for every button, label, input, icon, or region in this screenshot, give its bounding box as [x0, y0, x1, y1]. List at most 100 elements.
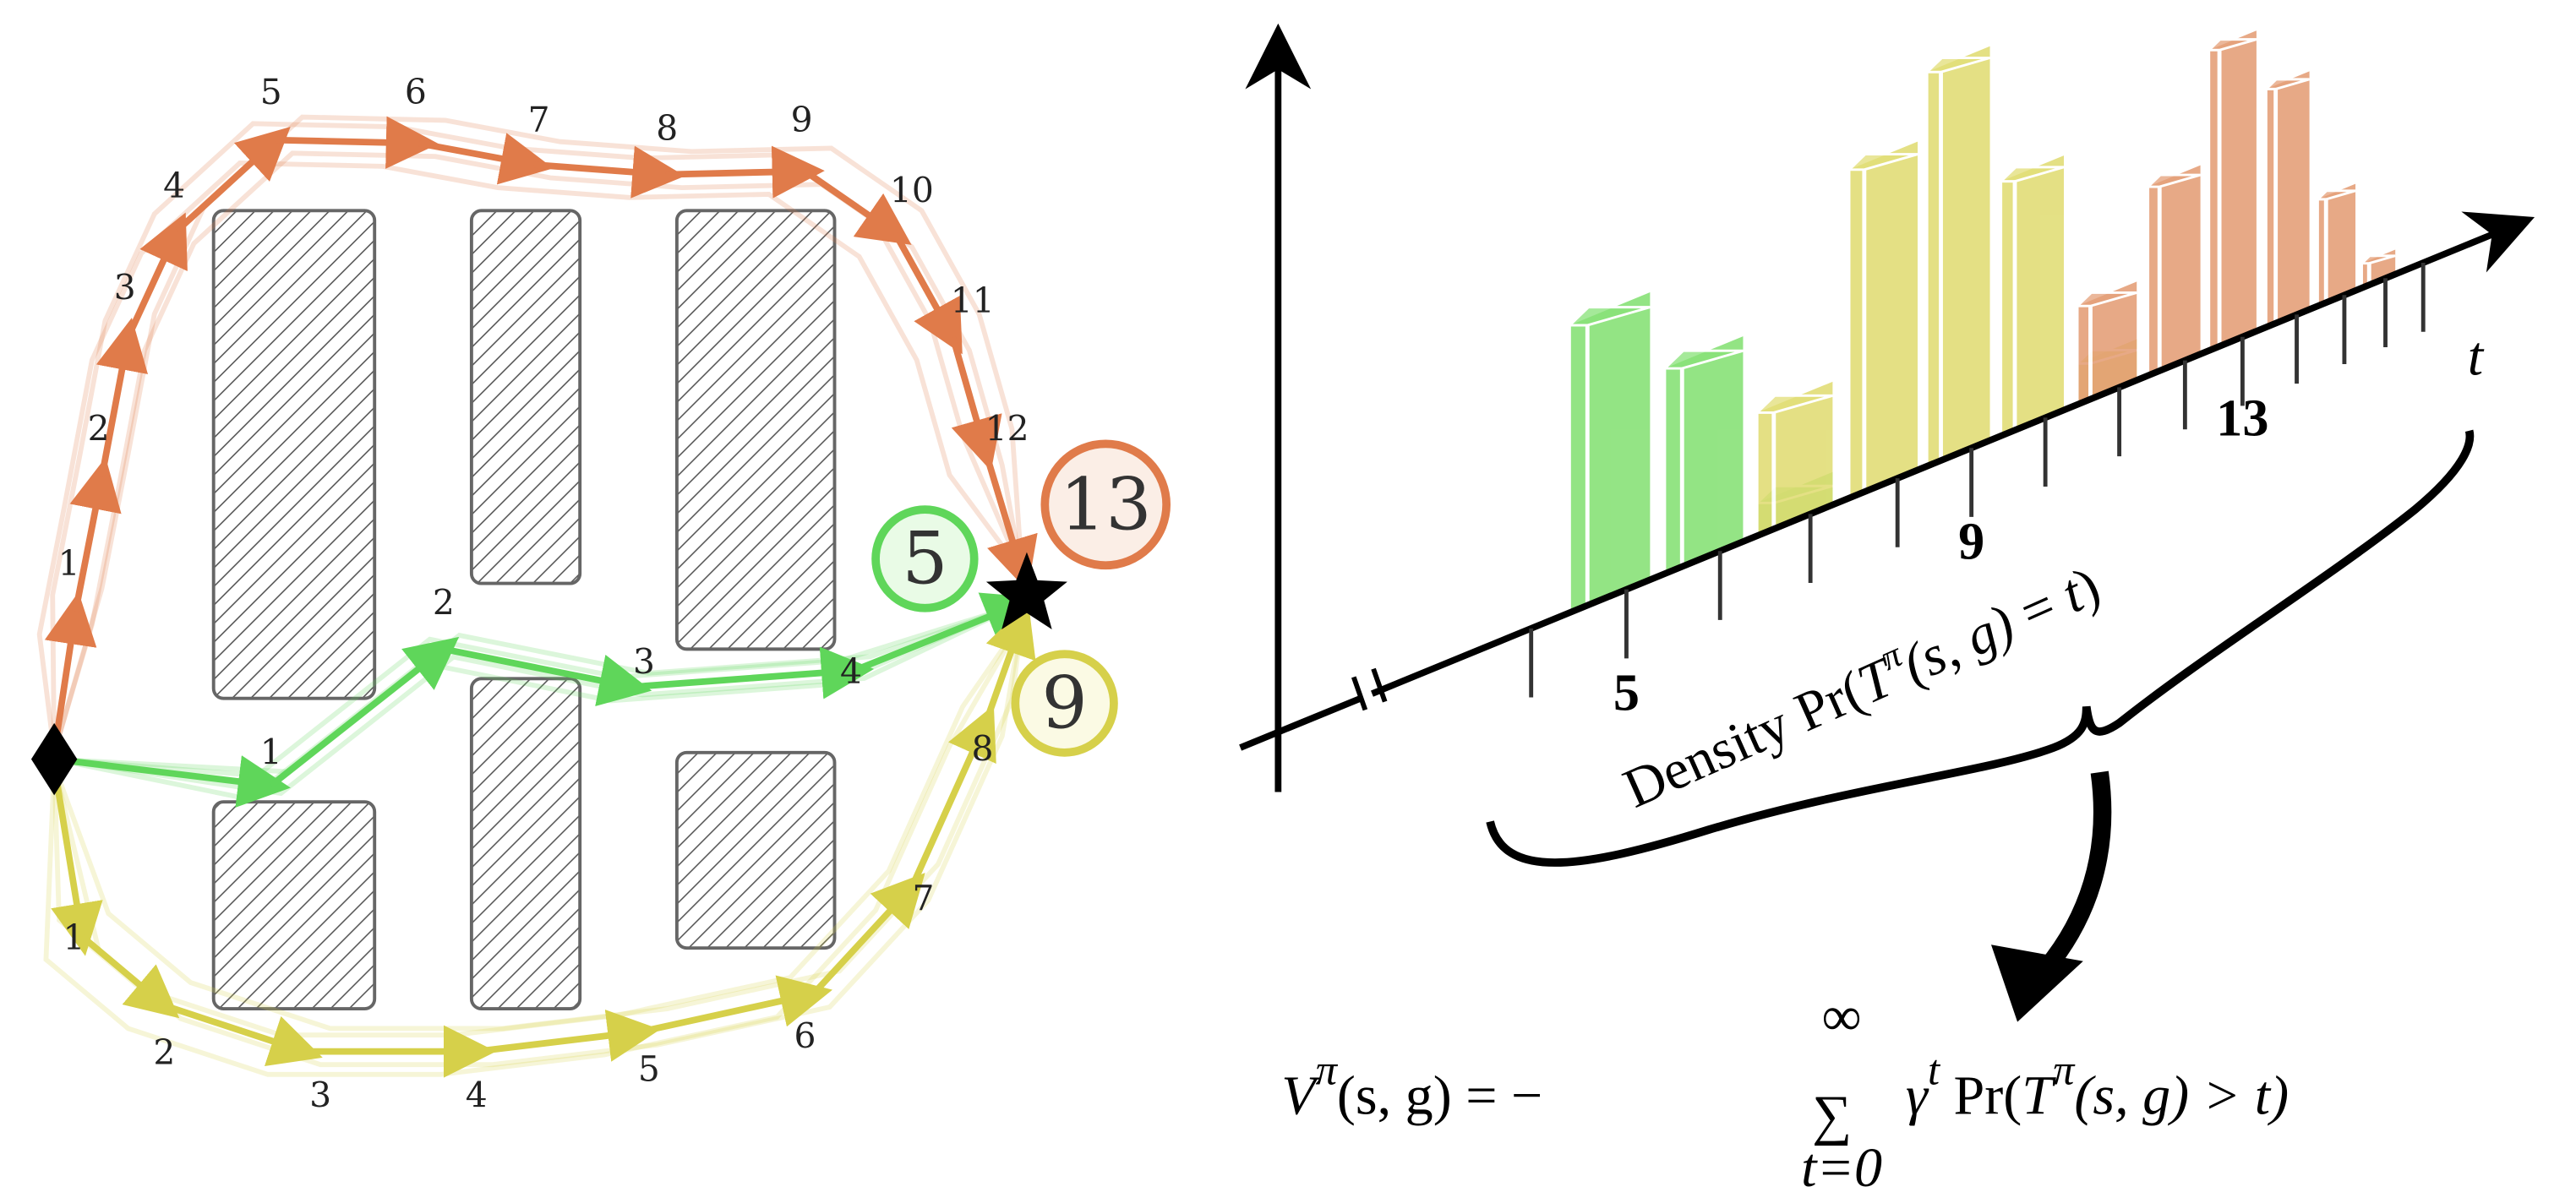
orange-trajectory-segment: [418, 133, 554, 185]
formula-rhs-args: (s, g) > t): [2074, 1064, 2289, 1126]
yellow-step-label: 5: [638, 1049, 660, 1090]
yellow-alt-trajectory: [43, 619, 1024, 1077]
goal-star-icon: [985, 552, 1067, 630]
orange-trajectory-segment: [69, 457, 122, 612]
yellow-steps-badge: 9: [1011, 650, 1118, 757]
obstacle: [674, 209, 837, 651]
orange-step-label: 12: [985, 409, 1029, 449]
orange-trajectory-segment: [892, 231, 963, 355]
orange-step-label: 4: [163, 166, 185, 206]
t-axis-label: t: [2468, 326, 2485, 388]
green-step-label: 4: [840, 651, 862, 692]
obstacle: [469, 677, 582, 1011]
orange-trajectory-segment: [125, 212, 188, 339]
density-bar: [2262, 71, 2311, 328]
orange-trajectory-segment: [276, 116, 439, 169]
t-axis: [1239, 211, 2535, 751]
formula-lhs-args: (s, g) = −: [1337, 1064, 1542, 1126]
yellow-step-label: 8: [971, 729, 993, 770]
formula-T-sup: π: [2053, 1047, 2076, 1094]
density-bar: [1846, 141, 1918, 498]
green-step-label: 3: [633, 642, 655, 683]
formula-gamma-sup: t: [1928, 1047, 1941, 1094]
arrow-head: [1990, 944, 2083, 1022]
formula-sum-bottom: t=0: [1801, 1137, 1882, 1199]
tick-label-5: 5: [1613, 664, 1640, 721]
down-arrow-icon: [2038, 770, 2112, 976]
density-label: Density Pr(Tπ(s, g) = t): [1613, 550, 2109, 819]
orange-step-label: 7: [528, 100, 550, 140]
tick-label-13: 13: [2216, 390, 2268, 448]
t-axis-ticks: [1529, 263, 2426, 698]
orange-step-label: 2: [88, 409, 110, 449]
orange-steps-badge: 13: [1040, 439, 1171, 570]
formula-V: V: [1281, 1064, 1321, 1126]
yellow-step-label: 6: [794, 1016, 816, 1057]
density-bar: [2144, 165, 2201, 376]
orange-trajectory-segment: [949, 335, 1002, 471]
yellow-step-label: 2: [153, 1032, 175, 1073]
obstacle: [674, 750, 837, 950]
density-bars: [0, 1, 2396, 613]
formula-gamma: γ: [1906, 1064, 1929, 1126]
orange-trajectory-segment: [803, 168, 912, 245]
obstacle: [211, 209, 377, 700]
orange-step-label: 11: [951, 280, 995, 321]
orange-step-label: 10: [890, 171, 934, 211]
yellow-alt-trajectory: [52, 620, 1024, 1032]
axis-break-icon: [1351, 667, 1388, 718]
yellow-step-label: 4: [466, 1075, 488, 1116]
orange-step-label: 5: [260, 72, 282, 112]
obstacle: [469, 209, 582, 585]
yellow-trajectory-segment: [51, 765, 103, 956]
tick-label-9: 9: [1958, 513, 1984, 570]
formula-lhs: Vπ(s, g) = −: [1281, 1047, 1542, 1127]
density-bar: [2358, 249, 2396, 288]
density-bar: [1924, 46, 1990, 466]
orange-step-label: 6: [405, 72, 427, 112]
orange-step-label: 1: [58, 543, 80, 584]
yellow-trajectory-segment: [79, 934, 180, 1019]
orange-trajectory-segment: [665, 145, 825, 199]
green-trajectory-segment: [443, 645, 652, 706]
obstacle: [211, 800, 377, 1011]
density-args: (s, g): [1893, 593, 2023, 696]
green-step-label: 2: [433, 583, 455, 623]
yellow-trajectory-segment: [810, 873, 925, 997]
density-bar: [1566, 292, 1651, 613]
orange-step-label: 8: [656, 108, 678, 149]
orange-steps-count: 13: [1060, 463, 1152, 547]
formula-sum-top: ∞: [1822, 986, 1862, 1048]
density-bar: [2206, 30, 2257, 351]
start-diamond-icon: [30, 722, 78, 796]
yellow-steps-count: 9: [1041, 662, 1087, 746]
orange-trajectory-segment: [982, 450, 1038, 591]
density-bar: [2074, 281, 2137, 405]
yellow-trajectory-segment: [982, 602, 1036, 725]
green-steps-count: 5: [902, 518, 947, 602]
orange-trajectory-segment: [175, 127, 291, 233]
yellow-trajectory-segment: [476, 1010, 661, 1062]
green-trajectory-segment: [53, 755, 291, 808]
formula-pr: Pr(: [1940, 1064, 2022, 1126]
yellow-step-label: 7: [912, 878, 934, 918]
density-bar: [1662, 336, 1744, 574]
density-bar: [1998, 155, 2065, 436]
yellow-trajectory-segment: [909, 705, 996, 889]
yellow-step-label: 3: [309, 1075, 331, 1116]
formula-V-sup: π: [1316, 1047, 1339, 1094]
formula-sigma: ∑: [1812, 1085, 1852, 1146]
yellow-trajectory-segment: [640, 975, 833, 1036]
green-trajectory-segment: [632, 646, 875, 699]
density-bar: [1754, 381, 1833, 536]
formula-rhs: γt Pr(Tπ(s, g) > t): [1906, 1047, 2289, 1127]
green-steps-badge: 5: [871, 505, 979, 612]
curly-brace: [1486, 429, 2475, 867]
orange-step-label: 9: [791, 100, 813, 140]
orange-alt-trajectory: [52, 114, 1025, 754]
density-bar: [2314, 183, 2356, 307]
maze-obstacles: [211, 209, 837, 1011]
